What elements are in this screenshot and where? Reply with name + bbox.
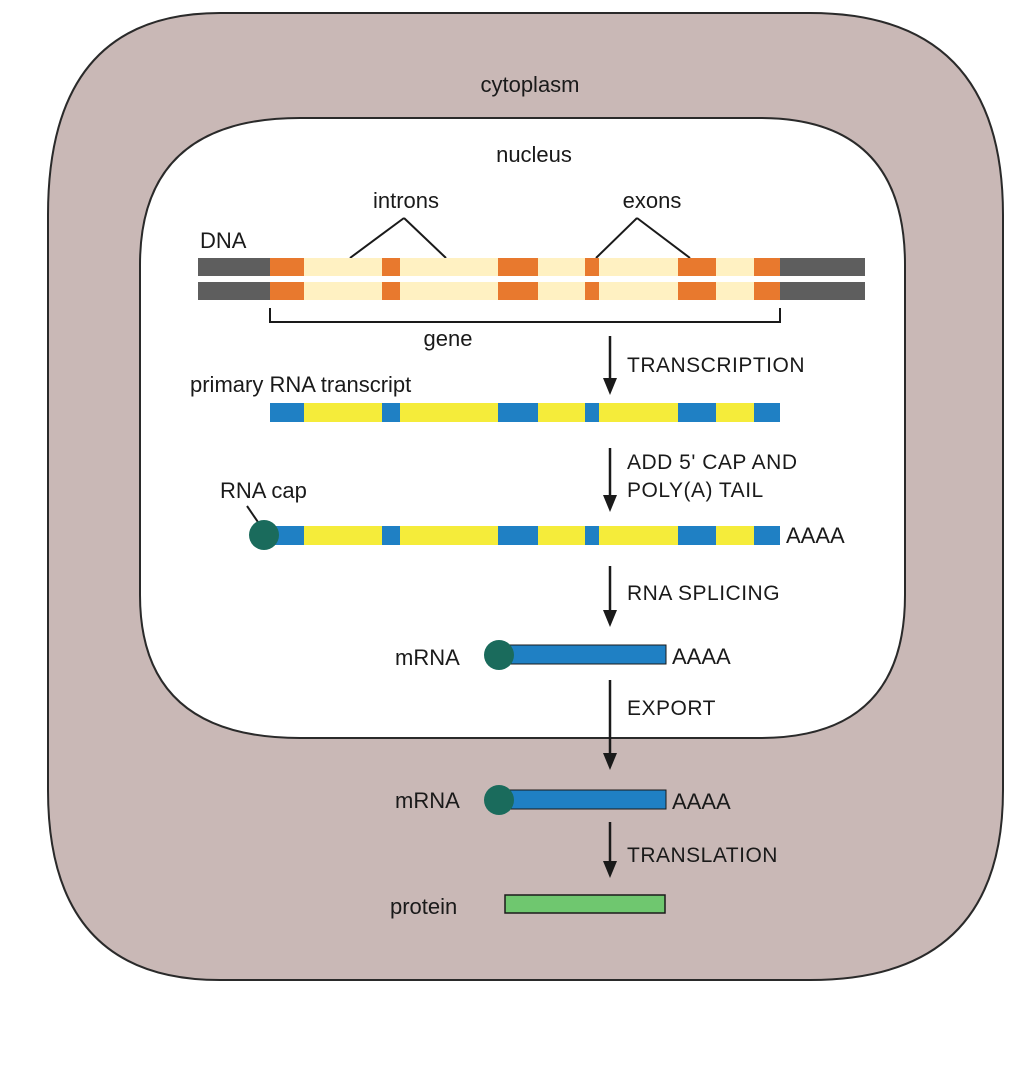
rna-cap-label: RNA cap	[220, 478, 307, 503]
introns-pointer	[349, 217, 447, 259]
cap-step-label-line2: POLY(A) TAIL	[627, 479, 764, 502]
export-step-label: EXPORT	[627, 697, 716, 720]
mrna-nuclear-cap-icon	[484, 640, 514, 670]
capped-rna-transcript	[270, 526, 780, 545]
mrna-cytoplasm-strand	[497, 789, 667, 810]
step-arrows	[603, 336, 617, 878]
dna-strand-top	[198, 258, 865, 276]
splicing-step-label: RNA SPLICING	[627, 582, 780, 605]
exons-label: exons	[623, 188, 682, 213]
primary-rna-transcript	[270, 403, 780, 422]
rna-cap-icon	[249, 520, 279, 550]
dna-label: DNA	[200, 228, 247, 253]
cytoplasm-label: cytoplasm	[480, 72, 579, 97]
gene-bracket	[269, 308, 781, 323]
introns-label: introns	[373, 188, 439, 213]
cap-step-label-line1: ADD 5' CAP AND	[627, 451, 798, 474]
mrna-cytoplasm-cap-icon	[484, 785, 514, 815]
mrna-nuclear-strand	[497, 644, 667, 665]
poly-a-tail-cytoplasm: AAAA	[672, 789, 731, 814]
nucleus-label: nucleus	[496, 142, 572, 167]
protein-bar	[504, 894, 666, 914]
protein-label: protein	[390, 894, 457, 919]
gene-label: gene	[424, 326, 473, 351]
transcription-step-label: TRANSCRIPTION	[627, 354, 805, 377]
poly-a-tail-processed: AAAA	[786, 523, 845, 548]
primary-transcript-label: primary RNA transcript	[190, 372, 411, 397]
mrna-nuclear-label: mRNA	[395, 645, 460, 670]
dna-strand-bottom	[198, 282, 865, 300]
translation-step-label: TRANSLATION	[627, 844, 778, 867]
poly-a-tail-nuclear: AAAA	[672, 644, 731, 669]
exons-pointer	[595, 217, 691, 259]
mrna-cytoplasm-label: mRNA	[395, 788, 460, 813]
